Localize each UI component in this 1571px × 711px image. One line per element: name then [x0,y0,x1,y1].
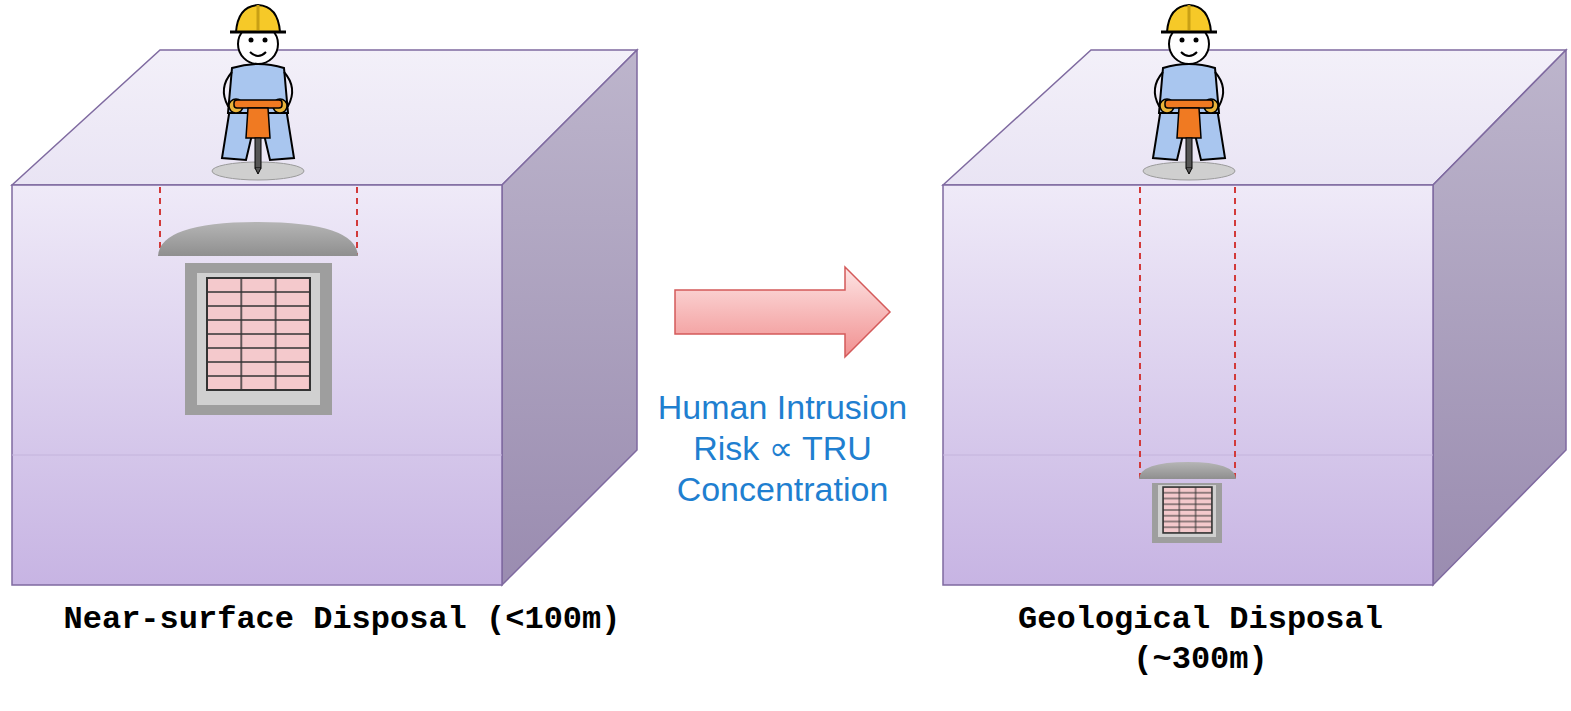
arrow-label: Human Intrusion Risk ∝ TRU Concentration [658,387,908,509]
block-caption: Near-surface Disposal (<100m) [52,600,632,640]
ground-block [943,50,1566,585]
worker-icon [1143,5,1235,180]
near-surface-repository [158,187,358,415]
geological-repository [1139,187,1236,543]
ground-block [12,50,637,585]
block-arrow [675,267,890,357]
worker-icon [212,5,304,180]
disposal-block: Geological Disposal (~300m) [943,50,1566,705]
disposal-block: Near-surface Disposal (<100m) [12,50,637,705]
block-caption: Geological Disposal (~300m) [943,600,1458,680]
